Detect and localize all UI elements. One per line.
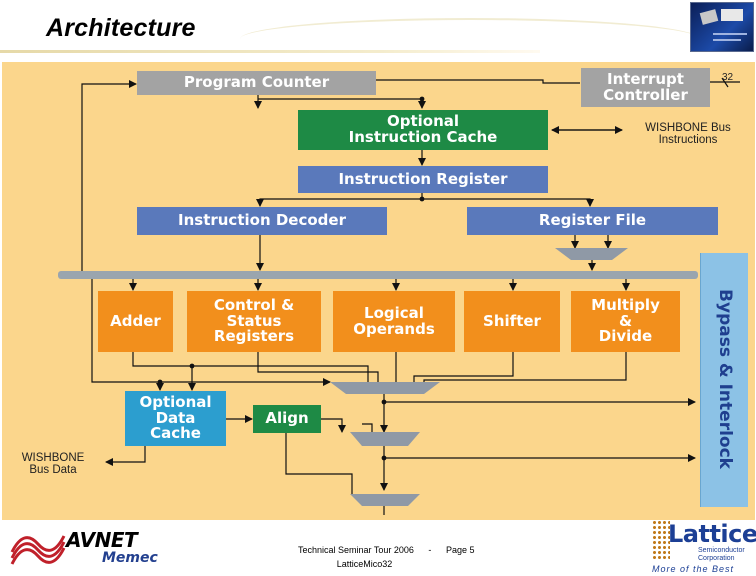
- interrupt-controller-block: Interrupt Controller: [581, 68, 710, 107]
- lattice-subtitle-1: Semiconductor: [698, 547, 745, 554]
- pc-loop-line: [258, 98, 426, 109]
- lattice-wordmark: Lattice: [668, 520, 756, 548]
- avnet-memec-logo: AVNET Memec: [10, 522, 160, 572]
- optional-instruction-cache-block: Optional Instruction Cache: [298, 110, 548, 150]
- avnet-wave-icon: [10, 535, 66, 565]
- footer-product: LatticeMico32: [336, 559, 393, 569]
- pc-feedback-line: [81, 80, 137, 279]
- writeback-mux-2: [350, 432, 420, 446]
- register-file-block: Register File: [467, 207, 718, 235]
- footer-event: Technical Seminar Tour 2006: [298, 545, 414, 555]
- logical-operands-block: Logical Operands: [333, 291, 455, 352]
- title-underline: [0, 50, 540, 53]
- memec-wordmark: Memec: [102, 550, 158, 566]
- writeback-mux-1: [330, 382, 440, 394]
- footer-caption: Technical Seminar Tour 2006 - Page 5 Lat…: [298, 544, 498, 569]
- program-counter-block: Program Counter: [137, 71, 376, 95]
- footer-page-number: Page 5: [445, 545, 475, 555]
- lattice-subtitle-2: Corporation: [698, 555, 735, 562]
- instruction-decoder-block: Instruction Decoder: [137, 207, 387, 235]
- wishbone-instructions-label: WISHBONE Bus Instructions: [645, 122, 731, 147]
- wishbone-data-label: WISHBONE Bus Data: [21, 452, 85, 477]
- ir-to-decoder-line: [256, 193, 423, 207]
- footer-separator: -: [428, 545, 432, 555]
- bypass-interlock-block: Bypass & Interlock: [700, 253, 748, 507]
- regfile-mux: [555, 248, 628, 260]
- slide-title: Architecture: [46, 14, 196, 42]
- shifter-block: Shifter: [464, 291, 560, 352]
- avnet-wordmark: AVNET: [66, 528, 138, 552]
- instruction-register-block: Instruction Register: [298, 166, 548, 193]
- bypass-interlock-label: Bypass & Interlock: [715, 289, 735, 469]
- irq-width-label: 32: [722, 72, 734, 83]
- writeback-mux-3: [350, 494, 420, 506]
- lattice-dot-grid-icon: [652, 520, 670, 560]
- optional-data-cache-block: Optional Data Cache: [125, 391, 226, 446]
- multiply-divide-block: Multiply & Divide: [571, 291, 680, 352]
- control-status-registers-block: Control & Status Registers: [187, 291, 321, 352]
- adder-block: Adder: [98, 291, 173, 352]
- corner-product-image: [690, 2, 754, 52]
- lattice-tagline: More of the Best: [652, 564, 735, 574]
- irq-to-pc-line: [376, 79, 580, 84]
- result-bus: [58, 271, 698, 279]
- ir-to-regfile-line: [422, 198, 594, 207]
- align-block: Align: [253, 405, 321, 433]
- lattice-logo: Lattice Semiconductor Corporation More o…: [652, 520, 756, 576]
- title-decoration: [240, 18, 700, 60]
